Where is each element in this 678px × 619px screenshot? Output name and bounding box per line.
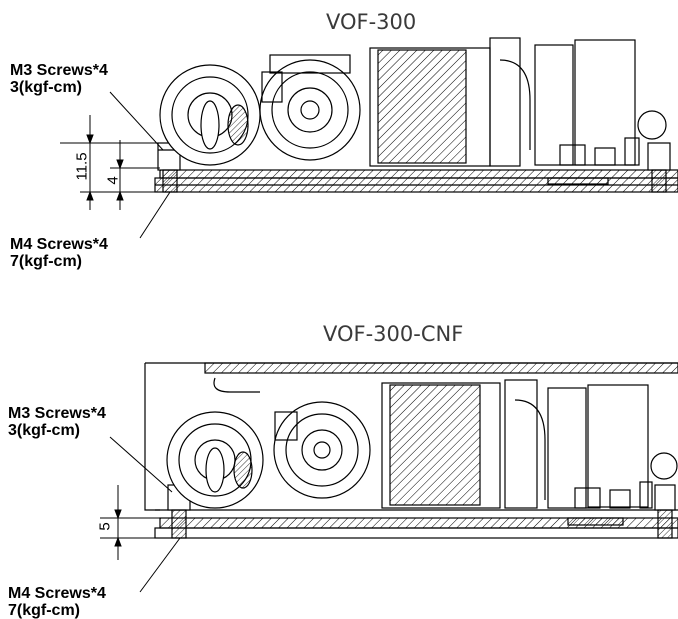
vof300-m4-screw-torque: 7(kgf-cm) — [10, 253, 83, 270]
vof300-m3-screw-torque: 3(kgf-cm) — [10, 79, 83, 96]
vof300-transformer — [377, 49, 467, 164]
vof300-m3-screw-label: M3 Screws*4 3(kgf-cm) — [10, 62, 108, 96]
vof300cnf-right-standoff — [654, 484, 676, 511]
vof300cnf-heatsink — [504, 379, 538, 509]
vof300cnf-dimension-5: 5 — [96, 522, 114, 531]
vof300cnf-m3-screw-name: M3 Screws*4 — [8, 405, 106, 422]
vof300-dimension-4: 4 — [104, 176, 122, 185]
vof300cnf-drawing — [100, 362, 678, 593]
vof300cnf-capacitor — [587, 384, 649, 508]
vof300-toroid-coil-left — [159, 64, 261, 166]
vof300-m4-leader — [139, 191, 171, 239]
vof300cnf-m4-screw-torque: 7(kgf-cm) — [8, 602, 81, 619]
vof300-base-plate — [159, 169, 678, 179]
vof300-title: VOF-300 — [326, 10, 417, 34]
vof300cnf-m4-screw-name: M4 Screws*4 — [8, 585, 106, 602]
vof300cnf-toroid-coil-left — [166, 411, 264, 509]
vof300-small-component — [637, 110, 667, 140]
vof300cnf-m3-screw-torque: 3(kgf-cm) — [8, 422, 81, 439]
vof300-dimension-11-5: 11.5 — [73, 152, 91, 181]
vof300cnf-m3-screw-label: M3 Screws*4 3(kgf-cm) — [8, 405, 106, 439]
vof300-right-standoff — [647, 142, 671, 171]
vof300cnf-dimension-lines — [100, 485, 165, 560]
vof300cnf-toroid-coil-right — [273, 401, 371, 499]
vof300-heatsink — [489, 37, 521, 167]
vof300-drawing — [60, 37, 678, 239]
vof300cnf-transformer — [389, 384, 481, 506]
vof300-capacitor — [574, 39, 636, 166]
vof300-m3-leader — [109, 91, 164, 151]
vof300-toroid-coil-right — [259, 54, 361, 161]
vof300cnf-small-component — [650, 452, 678, 480]
vof300cnf-title: VOF-300-CNF — [323, 322, 464, 346]
vof300-m4-screw-name: M4 Screws*4 — [10, 236, 108, 253]
vof300-dimension-lines — [60, 115, 160, 210]
vof300cnf-m4-leader — [139, 537, 181, 593]
vof300cnf-m4-screw-label: M4 Screws*4 7(kgf-cm) — [8, 585, 106, 619]
vof300-m4-screw-label: M4 Screws*4 7(kgf-cm) — [10, 236, 108, 270]
vof300-m3-screw-name: M3 Screws*4 — [10, 62, 108, 79]
vof300cnf-m3-leader — [109, 436, 173, 493]
